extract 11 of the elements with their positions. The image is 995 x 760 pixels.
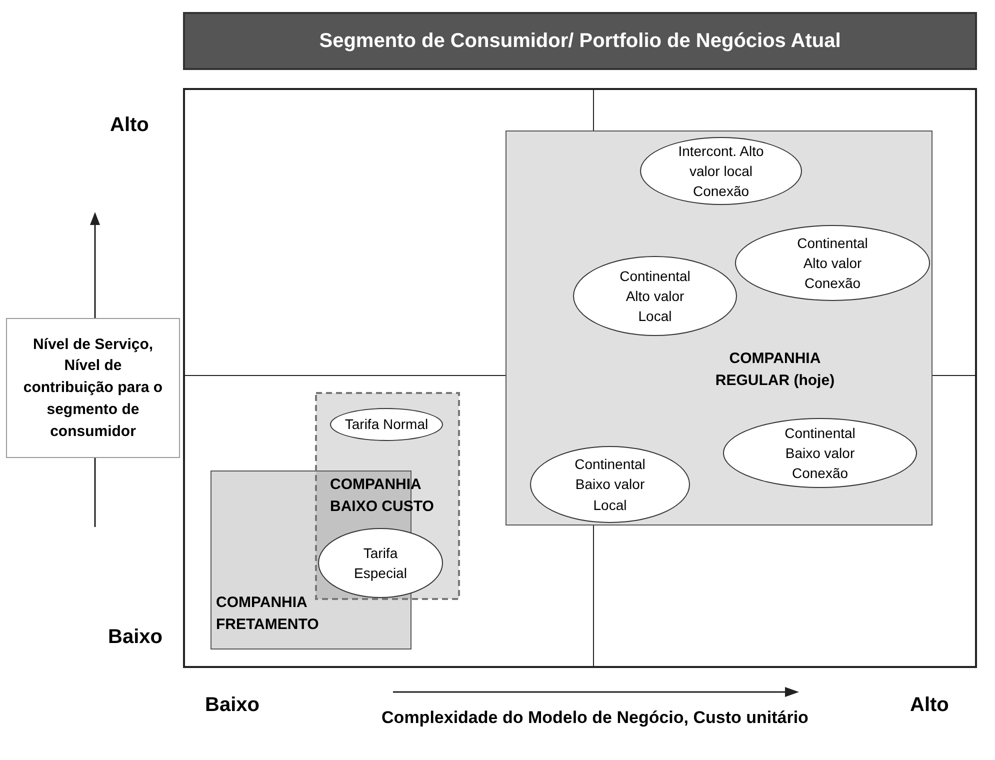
region-label: COMPANHIA REGULAR (hoje) (714, 349, 836, 391)
axis-label: Baixo (108, 625, 164, 650)
axis-label: Complexidade do Modelo de Negócio, Custo unitário (380, 707, 810, 729)
axis-label: Alto (910, 693, 950, 718)
axis-title-box: Nível de Serviço, Nível de contribuição para o segmento de consumidor (6, 318, 180, 458)
region-label: COMPANHIA BAIXO CUSTO (330, 475, 435, 517)
segment-ellipse: Tarifa Normal (330, 408, 443, 441)
axis-label: Alto (110, 113, 150, 138)
axis-label: Baixo (205, 693, 260, 718)
title-bar: Segmento de Consumidor/ Portfolio de Negócios Atual (183, 12, 977, 70)
region-label: COMPANHIA FRETAMENTO (216, 593, 320, 635)
